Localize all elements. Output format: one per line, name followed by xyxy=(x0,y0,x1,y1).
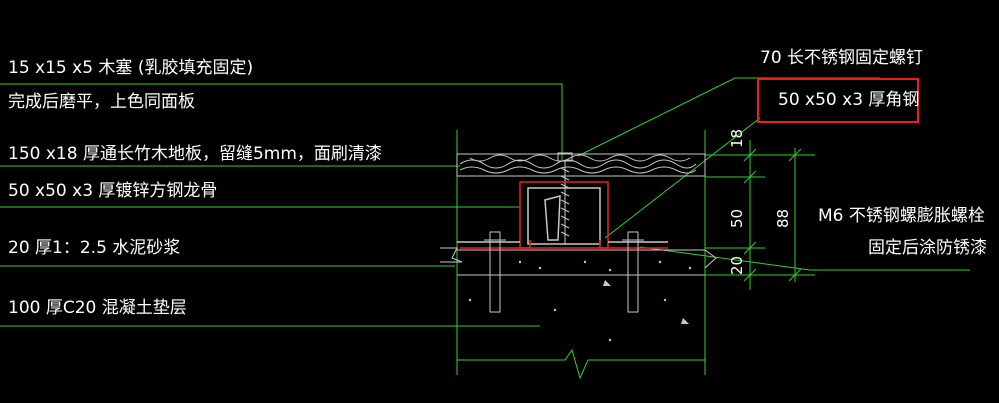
label-keel: 50 x50 x3 厚镀锌方钢龙骨 xyxy=(8,181,218,201)
label-bamboo-floor: 150 x18 厚通长竹木地板，留缝5mm，面刷清漆 xyxy=(8,144,382,164)
label-finish-note: 完成后磨平，上色同面板 xyxy=(8,92,195,112)
leader-bolt xyxy=(639,246,970,271)
dim-text-middle: 50 xyxy=(728,208,746,228)
label-mortar: 20 厚1：2.5 水泥砂浆 xyxy=(8,238,181,258)
leader-angle xyxy=(604,117,761,239)
label-angle-steel: 50 x50 x3 厚角钢 xyxy=(778,90,920,110)
label-concrete: 100 厚C20 混凝土垫层 xyxy=(8,298,187,318)
label-screw: 70 长不锈钢固定螺钉 xyxy=(760,48,924,68)
dim-text-bottom: 20 xyxy=(728,255,746,275)
screw xyxy=(557,152,573,245)
label-bolt-line1: M6 不锈钢螺膨胀螺栓 xyxy=(818,206,985,226)
leader-lines xyxy=(0,77,970,375)
break-line xyxy=(457,348,705,380)
highlight-box xyxy=(757,78,919,123)
label-wood-plug: 15 x15 x5 木塞 (乳胶填充固定) xyxy=(8,58,254,78)
concrete-layer xyxy=(468,260,692,342)
label-bolt-line2: 固定后涂防锈漆 xyxy=(868,238,987,258)
expansion-bolts xyxy=(484,231,644,313)
dim-text-top: 18 xyxy=(728,128,746,148)
mortar-layer xyxy=(440,247,717,276)
steel-keel xyxy=(519,181,609,249)
leader-wood-plug xyxy=(0,83,563,160)
bamboo-floor-board xyxy=(456,153,706,177)
dim-text-total: 88 xyxy=(774,208,792,228)
